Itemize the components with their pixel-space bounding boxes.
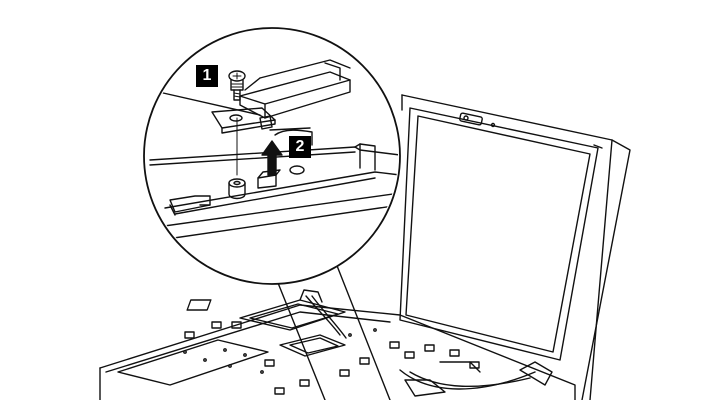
zoom-leader-line	[329, 247, 391, 401]
callout-step-1: 1	[196, 65, 218, 87]
laptop-base	[99, 289, 576, 401]
lift-arrow-icon	[261, 140, 283, 176]
display-panel	[399, 107, 599, 361]
camera-icon	[459, 112, 483, 126]
callout-step-2: 2	[289, 136, 311, 158]
screw-standoff	[228, 182, 246, 200]
screw-icon	[228, 70, 246, 101]
laptop-display-lid	[399, 94, 631, 401]
display-cable-connector	[239, 71, 351, 119]
magnified-detail	[143, 27, 401, 285]
